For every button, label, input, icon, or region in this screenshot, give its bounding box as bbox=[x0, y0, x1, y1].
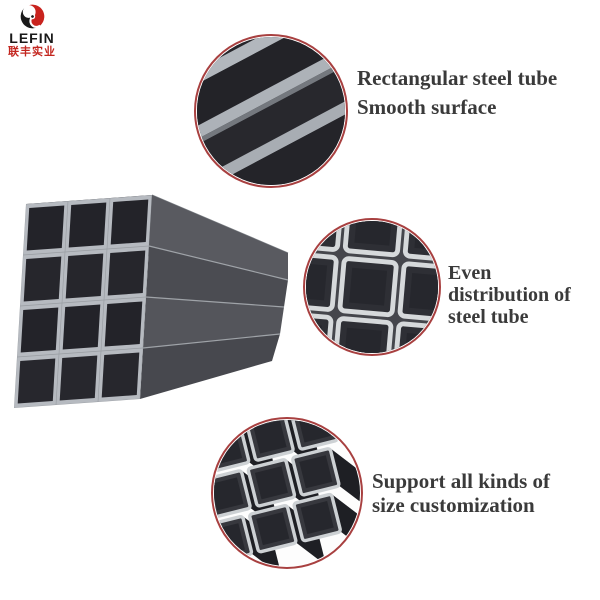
brand-logo: LEFIN 联丰实业 bbox=[6, 3, 58, 58]
caption-line: steel tube bbox=[448, 306, 529, 328]
caption-line: Support all kinds of bbox=[372, 469, 550, 493]
brand-name-chinese: 联丰实业 bbox=[8, 45, 56, 58]
diagonal-steel-tubes-closeup bbox=[196, 36, 346, 186]
square-tube-ends-grid-closeup bbox=[305, 220, 439, 354]
callout-text-size-customization: Support all kinds of size customization bbox=[372, 469, 550, 517]
caption-line: Smooth surface bbox=[357, 95, 497, 119]
callout-text-smooth-surface: Rectangular steel tube Smooth surface bbox=[357, 64, 557, 122]
tube-openings-grid bbox=[14, 195, 152, 408]
steel-tube-stack-photo bbox=[14, 194, 289, 408]
caption-line: Even bbox=[448, 262, 492, 284]
caption-line: size customization bbox=[372, 493, 535, 517]
brand-name: LEFIN bbox=[9, 30, 55, 46]
caption-line: Rectangular steel tube bbox=[357, 66, 558, 90]
caption-line: distribution of bbox=[448, 284, 571, 306]
callout-text-even-distribution: Even distribution of steel tube bbox=[448, 262, 571, 328]
callout-photo-smooth-surface bbox=[194, 34, 348, 188]
callout-photo-size-customization bbox=[211, 417, 363, 569]
stacked-square-tubes-closeup bbox=[213, 419, 361, 567]
lefin-swirl-icon bbox=[20, 4, 44, 29]
callout-photo-even-distribution bbox=[303, 218, 441, 356]
